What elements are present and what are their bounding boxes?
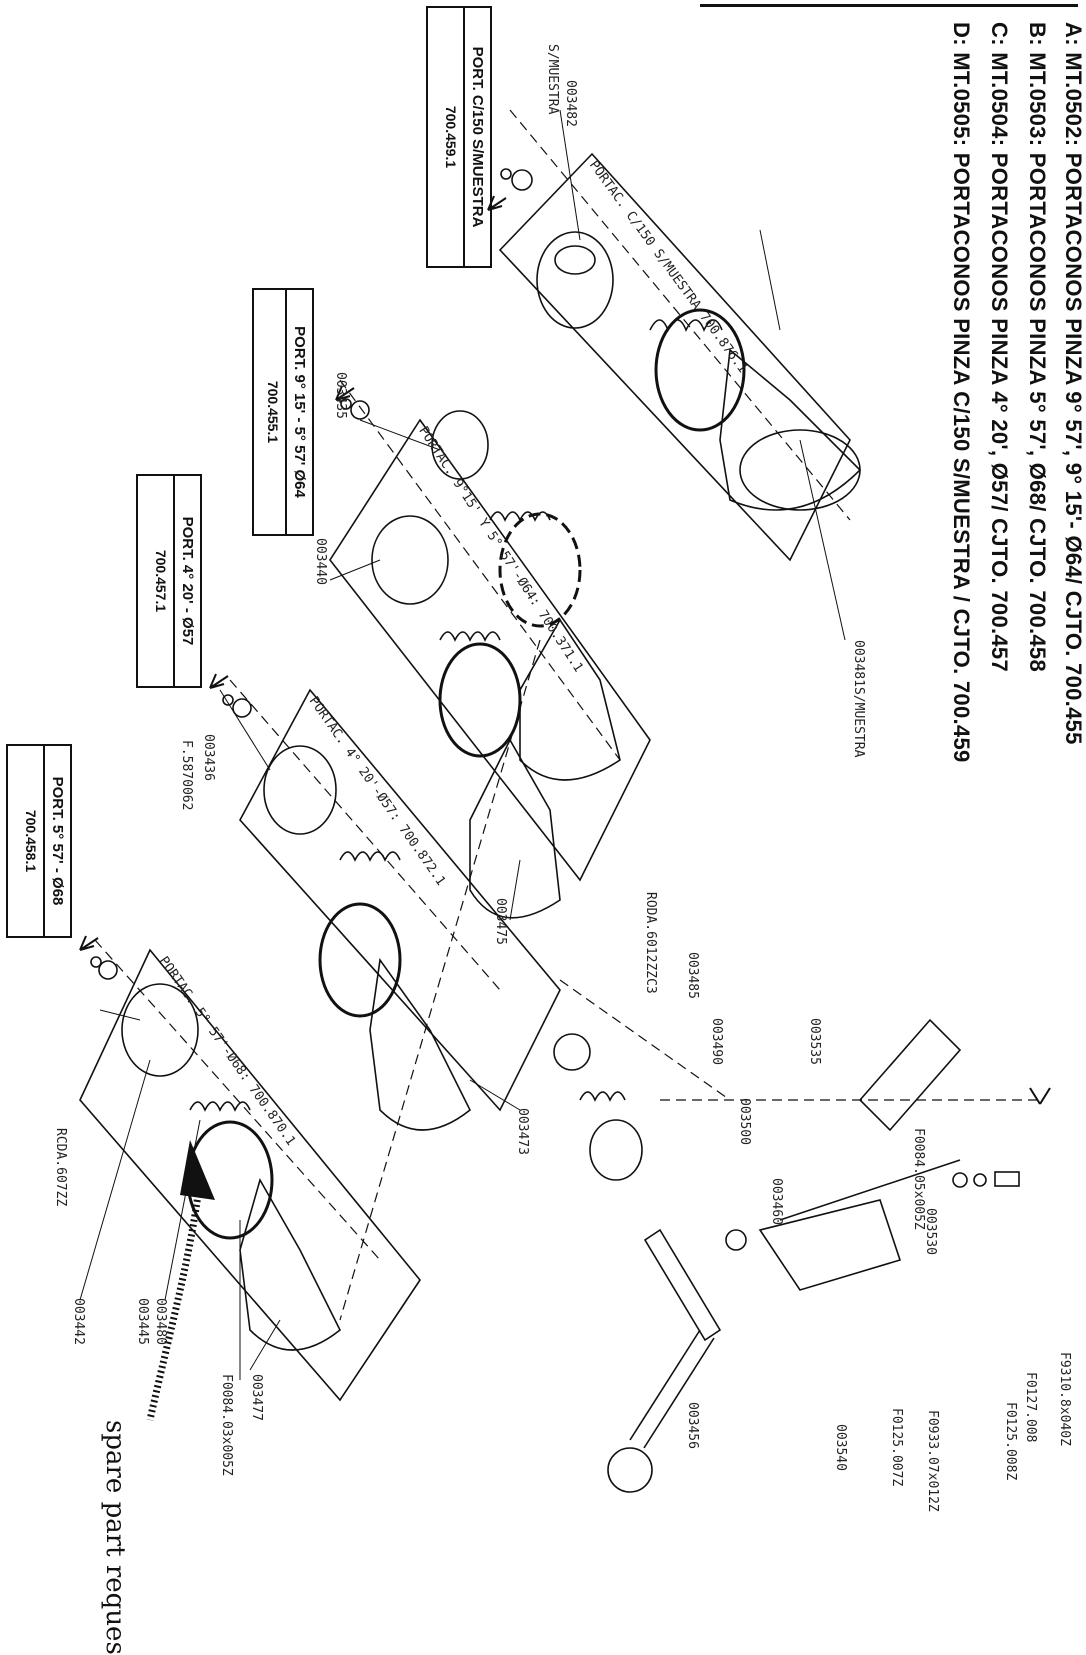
- part-label: F0933.07x012Z: [925, 1410, 940, 1512]
- plate-frame-c150: [498, 152, 851, 562]
- part-label: F0125.008Z: [1003, 1402, 1018, 1481]
- arrow-mark: [1029, 1087, 1051, 1105]
- part-label: 003480: [153, 1298, 168, 1345]
- part-label: F0084.03x005Z: [219, 1374, 234, 1476]
- part-ring-dashed: [498, 512, 582, 628]
- part-label: F0125.007Z: [889, 1408, 904, 1487]
- part-rod: [629, 1329, 701, 1441]
- part-label: 003500: [737, 1098, 752, 1145]
- part-washer: [952, 1172, 968, 1188]
- assembly-box-5-57: PORT. 5° 57' - Ø68 700.458.1: [6, 744, 72, 938]
- part-cap-slot: [554, 245, 596, 275]
- plate-frame-5-57: [79, 948, 421, 1402]
- plate-frame-9-15: [329, 418, 651, 882]
- part-label: 003445: [135, 1298, 150, 1345]
- part-spring: [489, 511, 551, 522]
- part-spring: [649, 319, 723, 332]
- part-spring: [579, 1091, 626, 1102]
- part-body-end: [739, 429, 861, 511]
- arrow-mark: [209, 673, 229, 689]
- part-nut-small: [222, 694, 234, 706]
- part-bearing: [553, 1033, 591, 1071]
- part-rod: [643, 1337, 715, 1449]
- part-cap: [536, 231, 614, 329]
- part-cap: [371, 515, 449, 605]
- part-label: 003440: [313, 538, 328, 585]
- part-label: 003442: [71, 1298, 86, 1345]
- arrow-mark: [335, 385, 355, 401]
- part-nut: [725, 1229, 747, 1251]
- part-label: 003436: [201, 734, 216, 781]
- part-lever: [779, 1159, 961, 1221]
- part-label: F.5870062: [179, 740, 194, 811]
- part-label: RODA.6012ZZC3: [643, 892, 658, 994]
- part-body: [469, 738, 561, 919]
- part-body: [519, 618, 621, 781]
- part-sleeve: [589, 1119, 643, 1181]
- arrow-mark: [487, 195, 507, 211]
- part-label: 003530: [923, 1208, 938, 1255]
- part-knob: [607, 1447, 653, 1493]
- part-nut-small: [340, 398, 352, 410]
- part-body: [239, 1177, 342, 1351]
- part-label: F0127.008: [1023, 1372, 1038, 1443]
- part-label: 003482: [563, 80, 578, 127]
- part-nut: [511, 169, 533, 191]
- part-spring: [189, 1101, 251, 1112]
- part-label: 003540: [833, 1424, 848, 1471]
- part-label: 003435: [333, 372, 348, 419]
- part-label: 003535: [807, 1018, 822, 1065]
- part-cap: [121, 983, 199, 1077]
- plate-frame-4-20: [239, 688, 561, 1112]
- arrow-mark: [79, 935, 99, 951]
- exploded-view-drawing: [79, 109, 1051, 1493]
- handwritten-arrowhead: [180, 1140, 215, 1200]
- part-label: RCDA.607ZZ: [53, 1128, 68, 1207]
- part-body: [719, 348, 862, 511]
- assembly-box-9-15: PORT. 9° 15' - 5° 57' Ø64 700.455.1: [252, 288, 314, 536]
- assembly-box-4-20: PORT. 4° 20' - Ø57 700.457.1: [136, 474, 202, 688]
- part-label: 003490: [709, 1018, 724, 1065]
- axis-line: [339, 379, 621, 761]
- part-label: 003460: [769, 1178, 784, 1225]
- part-handle: [858, 1018, 962, 1132]
- part-ring: [654, 308, 746, 432]
- part-label: F9310.8x040Z: [1057, 1352, 1072, 1446]
- part-spring: [439, 631, 501, 642]
- part-label: 003485: [685, 952, 700, 999]
- part-nut-small: [500, 168, 512, 180]
- axis-line: [94, 939, 381, 1261]
- part-cap: [263, 745, 337, 835]
- part-shaft: [643, 1228, 722, 1342]
- part-label: S/MUESTRA: [545, 44, 560, 115]
- part-ring: [438, 642, 522, 758]
- handwritten-note: spare part reques: [100, 1420, 130, 1655]
- axis-line: [339, 639, 541, 1321]
- part-bolt: [994, 1171, 1020, 1187]
- exploded-parts-sheet: A: MT.0502: PORTACONOS PINZA 9° 57', 9° …: [6, 4, 1086, 1655]
- handwritten-arrow: [146, 1179, 204, 1421]
- part-ring: [318, 902, 402, 1018]
- part-cap: [431, 410, 489, 480]
- part-body: [369, 957, 472, 1131]
- part-nut: [350, 400, 370, 420]
- part-nut: [232, 698, 252, 718]
- part-label: 003475: [493, 898, 508, 945]
- axis-line: [229, 679, 501, 991]
- part-label: 003473: [515, 1108, 530, 1155]
- part-washer: [973, 1173, 987, 1187]
- part-nut: [98, 960, 118, 980]
- part-handle-body: [758, 1199, 902, 1291]
- axis-line: [509, 109, 851, 521]
- part-label: 003481S/MUESTRA: [851, 640, 866, 758]
- part-label: 003456: [685, 1402, 700, 1449]
- part-spring: [339, 851, 401, 862]
- top-rule: [700, 4, 1078, 7]
- assembly-box-c150: PORT. C/150 S/MUESTRA 700.459.1: [426, 6, 492, 268]
- part-nut-small: [90, 956, 102, 968]
- axis-line: [559, 979, 731, 1101]
- part-label: 003477: [249, 1374, 264, 1421]
